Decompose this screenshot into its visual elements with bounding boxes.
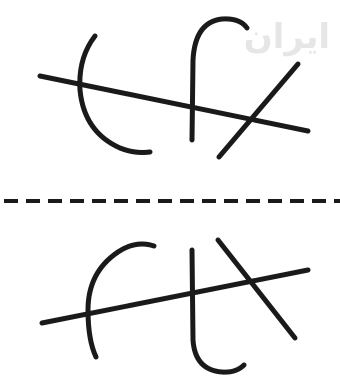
top-hook-stem [192,19,247,140]
bottom-slant-line [42,270,308,323]
bottom-right-diagonal [218,240,295,338]
top-right-diagonal [219,64,298,157]
watermark-text: ایران [244,17,330,57]
bottom-glyph [42,240,308,372]
bottom-hook-stem [192,250,244,372]
